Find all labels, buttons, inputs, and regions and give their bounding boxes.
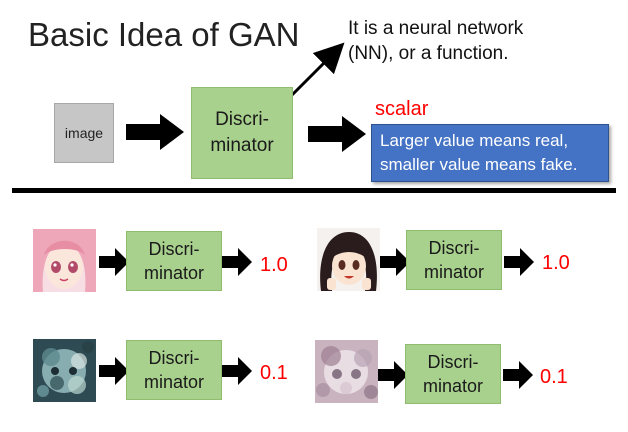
- explanation-line-1: Larger value means real,: [380, 131, 569, 150]
- score-example-4: 0.1: [540, 366, 568, 388]
- discriminator-label-line-2: minator: [143, 263, 205, 283]
- blurry-generated-face-icon: [315, 340, 378, 403]
- example-1-output-arrow: [222, 248, 252, 276]
- discriminator-label-line-2: minator: [143, 372, 205, 392]
- input-arrow: [126, 114, 184, 150]
- discriminator-box-example-2: Discri- minator: [406, 230, 502, 290]
- discriminator-box-example-4: Discri- minator: [405, 344, 501, 404]
- input-image-placeholder: image: [54, 103, 114, 163]
- scalar-label: scalar: [375, 98, 429, 120]
- output-arrow: [308, 116, 366, 152]
- explanation-box: Larger value means real, smaller value m…: [371, 124, 609, 182]
- discriminator-box-main: Discri- minator: [191, 87, 293, 179]
- nn-note: It is a neural network (NN), or a functi…: [348, 16, 523, 66]
- example-3-input-arrow: [99, 357, 129, 385]
- explanation-line-2: smaller value means fake.: [380, 155, 578, 174]
- example-2-output-arrow: [504, 248, 534, 276]
- score-example-3: 0.1: [260, 362, 288, 384]
- discriminator-label-line-2: minator: [423, 262, 485, 282]
- example-4-output-arrow: [503, 361, 533, 389]
- anime-girl-dark-hair-icon: [317, 228, 380, 291]
- anime-girl-pink-hair-icon: [33, 229, 96, 292]
- discriminator-label-line-1: Discri-: [148, 348, 200, 368]
- score-example-1: 1.0: [260, 254, 288, 276]
- example-4-input-arrow: [378, 361, 408, 389]
- score-example-2: 1.0: [542, 252, 570, 274]
- discriminator-box-example-1: Discri- minator: [126, 231, 222, 291]
- example-3-output-arrow: [222, 357, 252, 385]
- example-1-input-arrow: [99, 248, 129, 276]
- discriminator-label-line-1: Discri-: [148, 239, 200, 259]
- input-image-label: image: [64, 125, 104, 141]
- discriminator-label-line-1: Discri-: [427, 352, 479, 372]
- discriminator-label-line-2: minator: [210, 135, 274, 156]
- discriminator-label-line-1: Discri-: [215, 109, 269, 130]
- discriminator-box-example-3: Discri- minator: [126, 340, 222, 400]
- discriminator-label-line-2: minator: [422, 376, 484, 396]
- nn-note-line-2: (NN), or a function.: [348, 43, 509, 64]
- nn-note-line-1: It is a neural network: [348, 18, 524, 39]
- slide-title: Basic Idea of GAN: [28, 16, 300, 53]
- section-divider: [12, 188, 616, 193]
- example-2-input-arrow: [380, 248, 410, 276]
- discriminator-label-line-1: Discri-: [428, 238, 480, 258]
- noisy-generated-face-icon: [33, 339, 96, 402]
